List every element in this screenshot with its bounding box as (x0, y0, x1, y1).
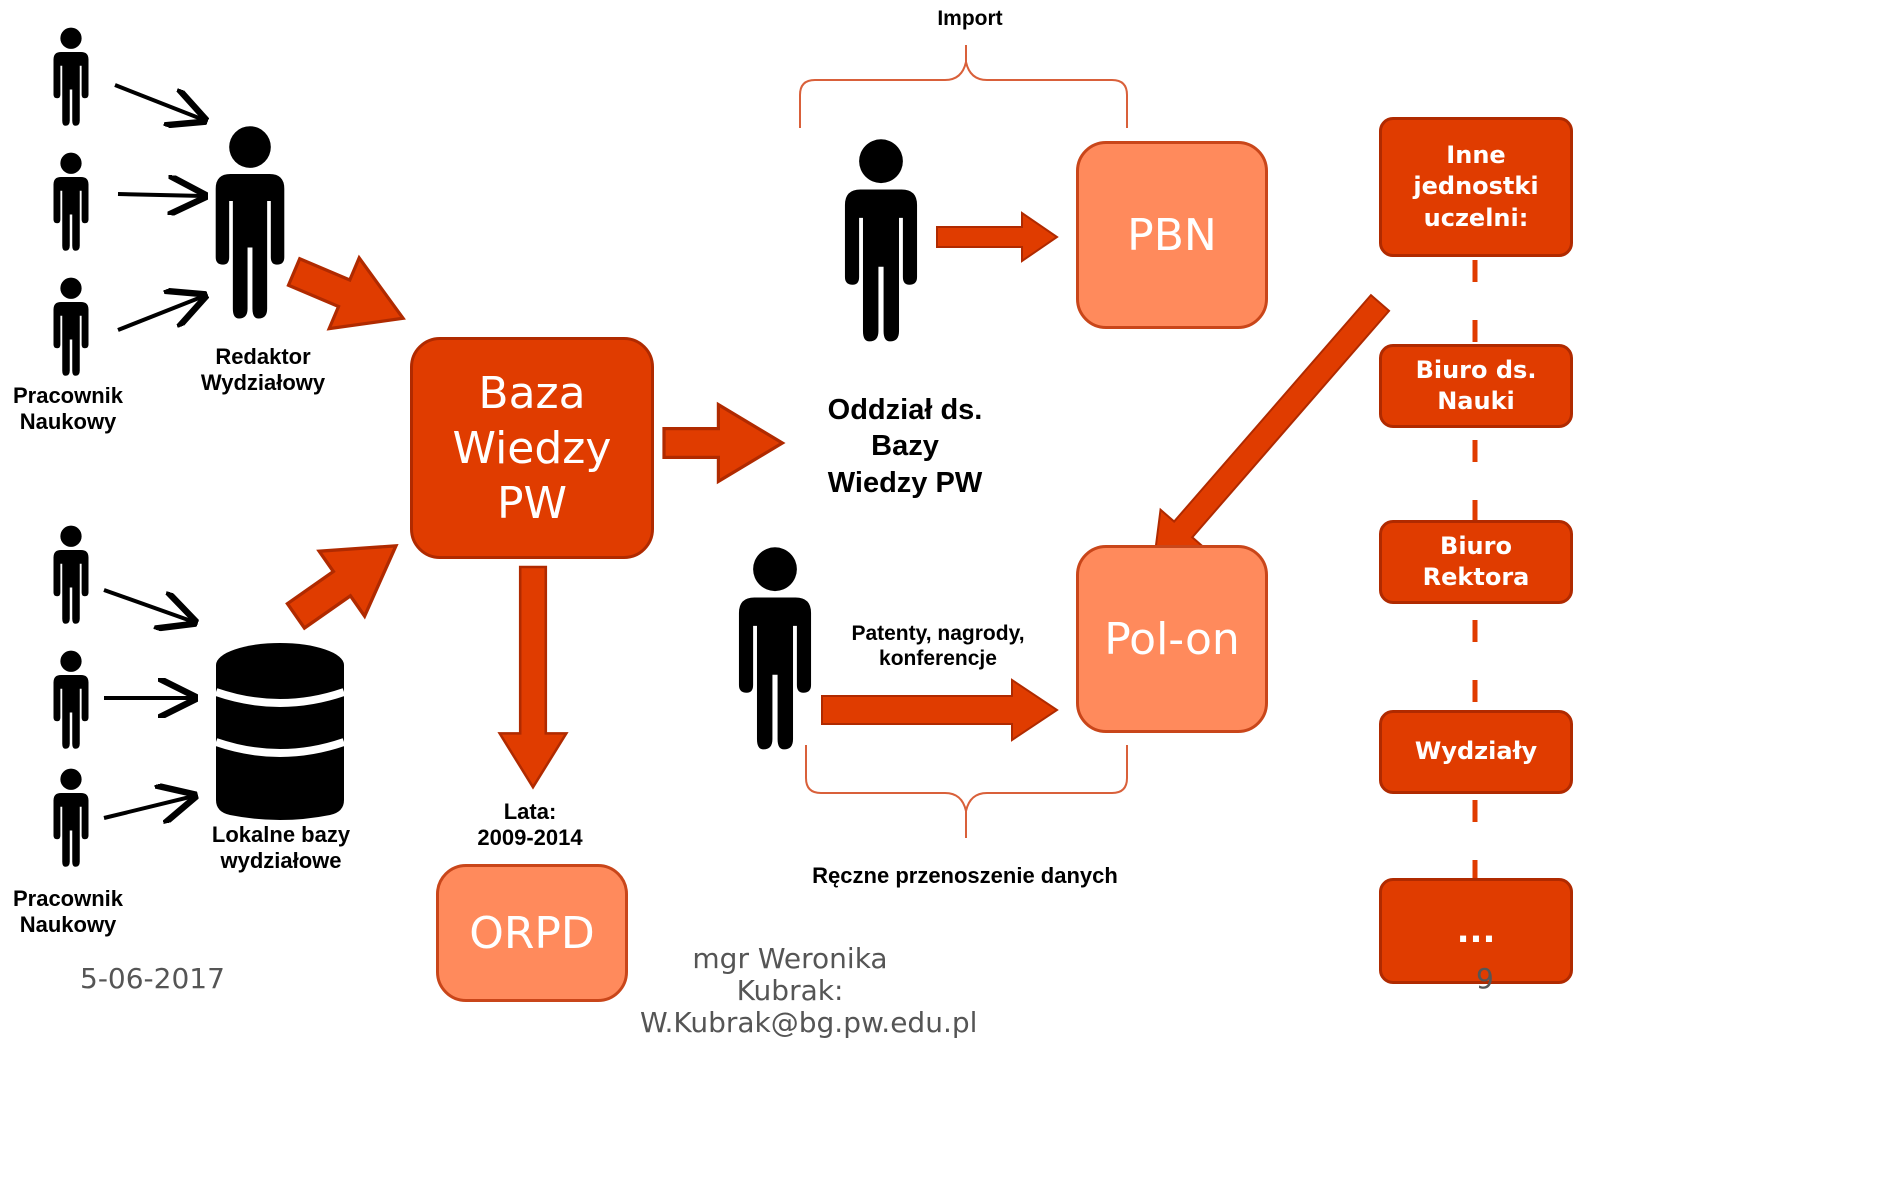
side-unit-more: ... (1379, 878, 1573, 984)
block-arrow-icon (821, 678, 1059, 742)
block-arrow-icon (662, 401, 786, 485)
thin-arrow (114, 83, 204, 120)
person-icon (53, 768, 89, 867)
thin-arrow (117, 296, 204, 332)
pracownik-label-bottom: Pracownik Naukowy (12, 886, 124, 938)
person-icon (53, 277, 89, 376)
pracownik-label-top: Pracownik Naukowy (12, 383, 124, 435)
side-unit-inne: Inne jednostki uczelni: (1379, 117, 1573, 257)
thin-arrow (103, 796, 194, 818)
baza-wiedzy-box: Baza Wiedzy PW (410, 337, 654, 559)
person-icon (738, 547, 812, 750)
pbn-box: PBN (1076, 141, 1268, 329)
block-arrow-icon (497, 565, 569, 790)
footer-author: mgr Weronika Kubrak: W.Kubrak@bg.pw.edu.… (640, 942, 978, 1040)
person-icon (53, 650, 89, 749)
oddzial-label: Oddział ds. Bazy Wiedzy PW (827, 394, 983, 499)
block-arrow-icon (285, 543, 399, 631)
lata-label: Lata: 2009-2014 (477, 799, 583, 851)
import-brace (799, 45, 1128, 128)
block-arrow-icon (286, 254, 406, 331)
thin-arrow (103, 588, 194, 622)
polon-box: Pol-on (1076, 545, 1268, 733)
lokalne-bazy-label: Lokalne bazy wydziałowe (211, 822, 351, 874)
manual-brace (805, 745, 1128, 838)
person-icon (215, 126, 285, 319)
block-arrow-icon (936, 211, 1059, 263)
person-icon (53, 152, 89, 251)
database-icon (214, 643, 346, 820)
footer-page-number: 9 (1476, 962, 1494, 995)
thin-arrow (117, 194, 204, 196)
side-unit-biuro-nauki: Biuro ds. Nauki (1379, 344, 1573, 428)
side-unit-biuro-rektora: Biuro Rektora (1379, 520, 1573, 604)
orpd-box: ORPD (436, 864, 628, 1002)
reczne-przenoszenie-label: Ręczne przenoszenie danych (812, 863, 1118, 888)
block-arrow-icon (1152, 293, 1391, 565)
side-unit-wydzialy: Wydziały (1379, 710, 1573, 794)
person-icon (53, 27, 89, 126)
redaktor-label: Redaktor Wydziałowy (200, 344, 326, 396)
person-icon (844, 139, 918, 342)
footer-date: 5-06-2017 (80, 962, 225, 995)
person-icon (53, 525, 89, 624)
import-label: Import (937, 7, 1003, 30)
patenty-label: Patenty, nagrody, konferencje (851, 622, 1025, 671)
